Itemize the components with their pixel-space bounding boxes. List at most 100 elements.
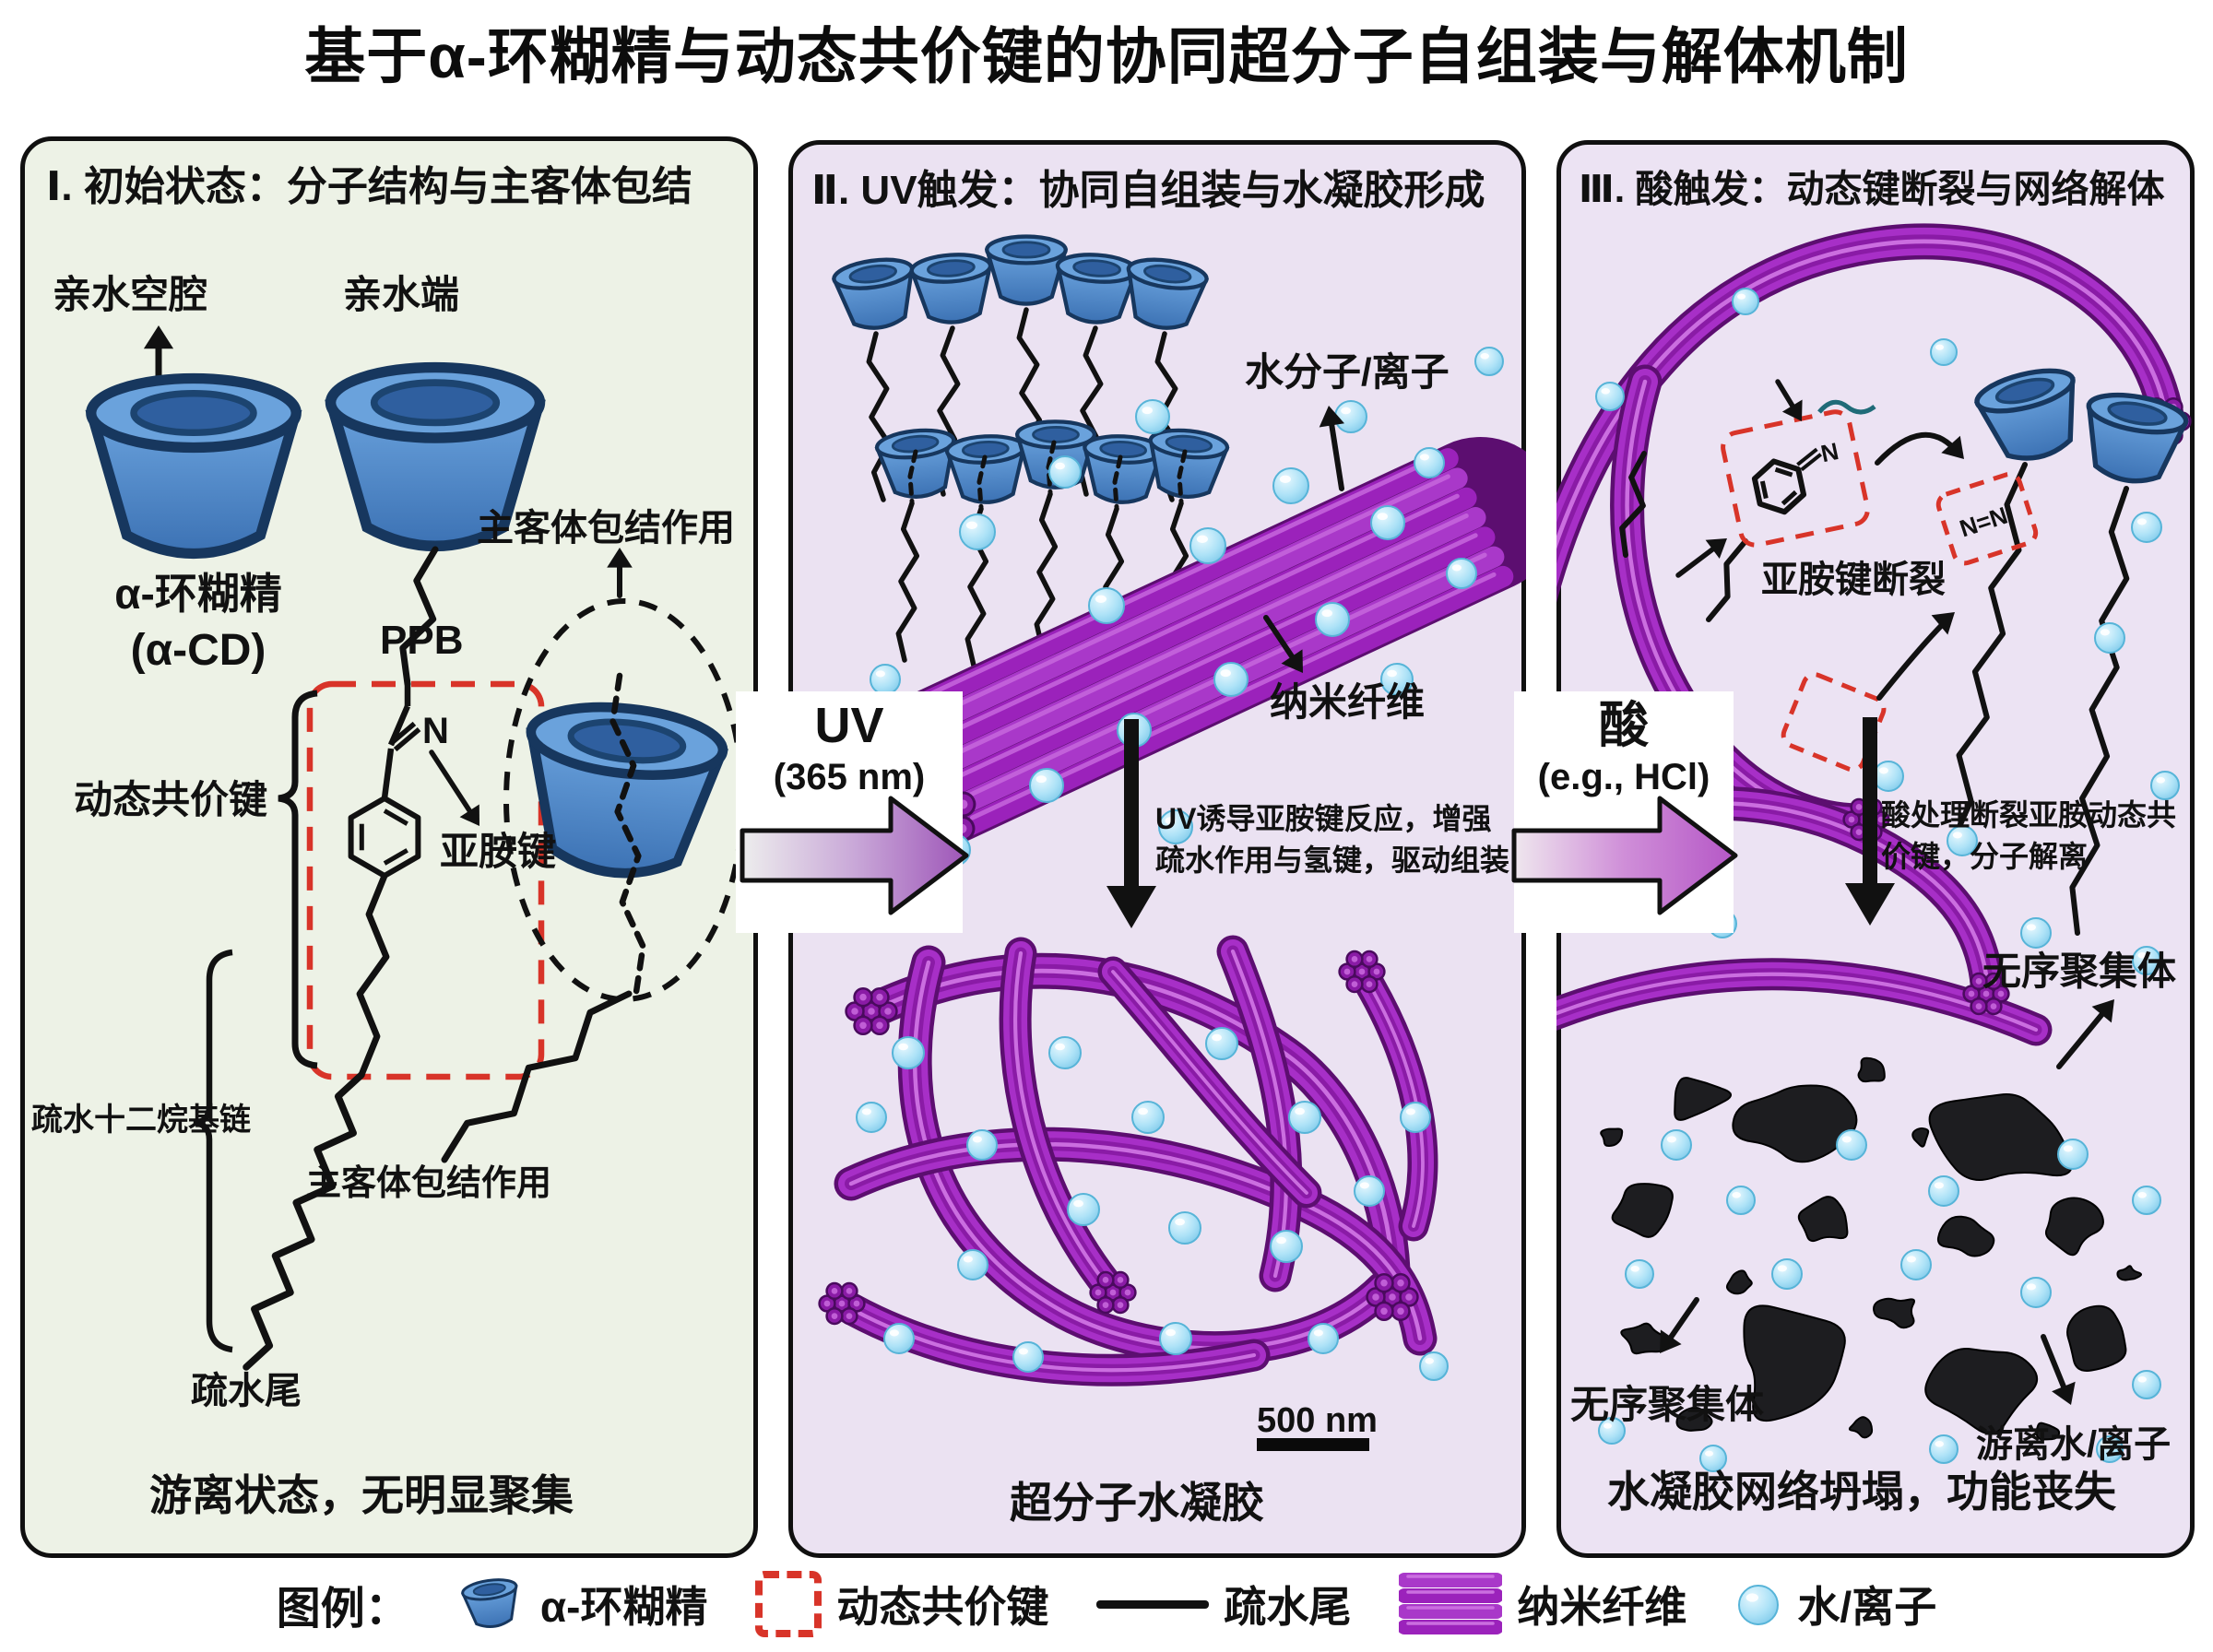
water-sphere [1474,347,1504,376]
legend-title: 图例： [276,1585,409,1634]
water-sphere [1738,1585,1780,1625]
hydrophobic-tail-label: 疏水尾 [191,1371,302,1411]
uv-transition-notch [736,691,963,933]
nanofiber [1097,956,1322,1209]
cd-cup [1126,257,1210,330]
pointer-arrow [2056,999,2114,1069]
water-sphere [1414,447,1445,478]
panel2-header: Ⅱ. UV触发：协同自组装与水凝胶形成 [811,168,1485,213]
fiber-end-caps [1089,1270,1137,1315]
water-sphere [1699,1445,1727,1472]
hydrophobic-tail [976,454,988,510]
water-sphere [1012,1341,1044,1373]
aggregate-blob [2116,1265,2142,1281]
alpha-cd-abbr-label: (α-CD) [130,626,266,675]
nanofiber [897,945,1401,1366]
nanofiber-icon [1399,1573,1503,1634]
water-sphere [1947,825,1978,856]
imine-cleavage-label: 亚胺键断裂 [1761,560,1946,600]
pointer-arrow [1660,1297,1699,1353]
curved-arrow [1875,431,1964,466]
water-sphere [1158,809,1193,844]
pointer-arrow [1263,615,1303,673]
water-sphere [1900,1249,1932,1280]
water-sphere [1771,1258,1803,1290]
aggregate-blob [1936,1215,1995,1257]
nanofiber-label: 纳米纤维 [1270,680,1426,724]
water-sphere [1732,288,1759,315]
legend-item-tail: 疏水尾 [1096,1574,1351,1634]
pointer-arrow [1319,406,1344,491]
water-sphere [2132,1186,2161,1215]
hydrophobic-tail [356,872,390,1079]
cd-cup [526,702,729,879]
water-sphere [1168,1211,1201,1245]
aggregate-top-label: 无序聚集体 [1982,950,2177,993]
water-sphere [2150,771,2180,800]
water-sphere [966,1129,998,1161]
pointer-arrow [1675,538,1727,578]
panel3-caption: 水凝胶网络坍塌，功能丧失 [1607,1468,2116,1516]
hydrophobic-tail [1706,538,1748,622]
free-water-label: 游离水/离子 [1976,1424,2172,1465]
fiber-end-caps [1962,972,2010,1016]
nanofiber [999,937,1130,1309]
aggregate-blob [1674,1077,1733,1121]
ring-n-atom: N [1818,437,1841,467]
hydrophobic-tail-icon [1096,1599,1210,1609]
hydrophobic-tail [1950,462,2028,844]
fiber-end-caps [845,987,898,1035]
aggregate-blob [1611,1183,1674,1238]
fiber-end-caps [1338,950,1386,994]
cd-cup [944,434,1026,504]
dodecyl-chain-label: 疏水十二烷基链 [31,1103,251,1138]
pointer-arrow [2041,1334,2076,1405]
released-guest-squiggle [1817,399,1876,415]
dynamic-bond-brace [278,690,318,1069]
legend-item-water: 水/离子 [1734,1574,1936,1634]
benzene-ring [348,796,421,879]
hydrophobic-tail [1112,454,1123,510]
nanofiber [1216,935,1303,1292]
cd-cup [325,361,546,551]
water-sphere [2132,946,2161,975]
hydrophilic-end-label: 亲水端 [343,273,460,316]
cleaved-azo-box: N=N [1935,472,2039,566]
water-sphere [2094,622,2125,654]
water-sphere [1067,1193,1100,1226]
aggregate-blob [1911,1127,1930,1148]
hydrophobic-tail [243,1071,365,1371]
aggregate-blob [1848,1416,1874,1439]
water-sphere [2020,917,2052,949]
aggregate-blob [1725,1269,1753,1295]
transition-arrow-shape [1511,796,1738,915]
acid-label: 酸 [1599,698,1649,753]
dynamic-bond-box [306,680,545,1080]
water-sphere [1930,338,1958,366]
water-sphere [1131,1101,1165,1134]
legend-item-bond: 动态共价键 [755,1571,1048,1637]
water-ion-icon [1738,1585,1780,1625]
aggregate-blob [2066,1304,2127,1372]
water-sphere [1159,1322,1192,1355]
water-sphere [892,1036,925,1069]
cd-cup [85,372,302,560]
water-sphere [1400,1102,1431,1133]
water-sphere [1272,467,1309,504]
water-sphere [1726,1186,1756,1215]
water-sphere [1135,399,1170,434]
water-sphere [1595,382,1625,411]
panel1-header: Ⅰ. 初始状态：分子结构与主客体包结 [46,164,692,209]
dodecyl-brace [193,949,233,1353]
legend: 图例： α-环糊精 动态共价键 疏水尾 纳米纤维 水/离子 [0,1569,2213,1639]
water-sphere [1928,1175,1959,1207]
hydrophobic-tail [1177,449,1188,504]
water-sphere [1088,587,1125,624]
water-sphere [959,513,996,550]
acid-sublabel: (e.g., HCl) [1537,757,1710,797]
panel2-caption: 超分子水凝胶 [1010,1479,1264,1527]
legend-item-fiber: 纳米纤维 [1399,1569,1686,1639]
alpha-cd-label: α-环糊精 [114,570,282,618]
nanofiber [1556,223,2185,603]
water-sphere [2020,1277,2052,1308]
